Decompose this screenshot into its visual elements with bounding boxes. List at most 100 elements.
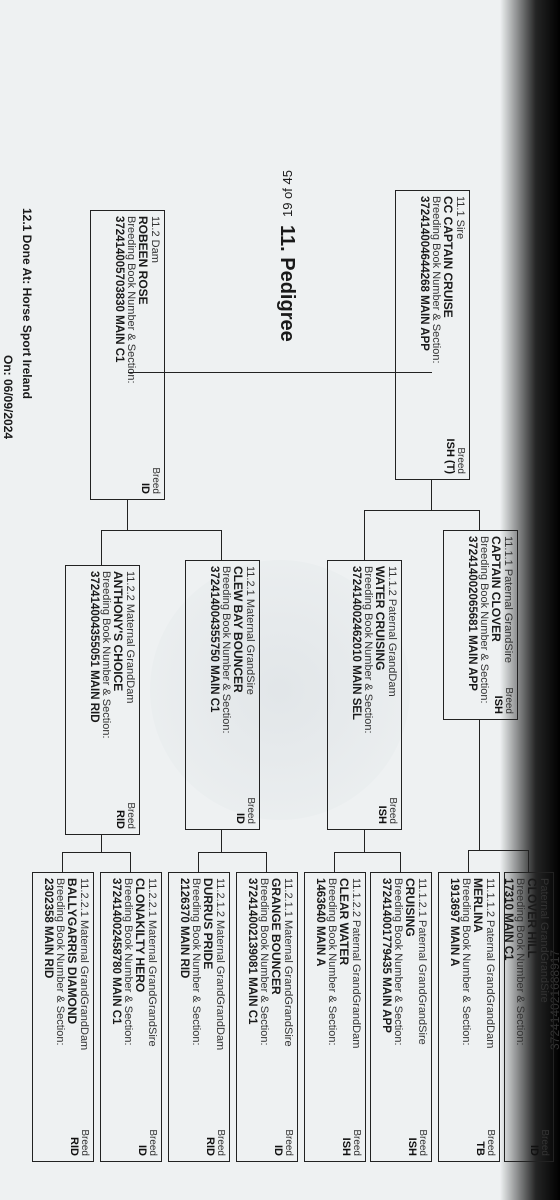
maternal-grandsire-box: 11.2.1 Maternal GrandSire CLEW BAY BOUNC… [185, 560, 260, 830]
paternal-granddam-number: 372414002462010 MAIN SEL [350, 566, 362, 721]
connector-line [199, 852, 267, 853]
ggp-5-name: GRANGE BOUNCER [269, 878, 283, 995]
ggp-box-1: Paternal GrandGrandSire CLOVER HILL Bree… [502, 872, 554, 1162]
section-title: 11. Pedigree [276, 225, 298, 342]
connector-line [198, 852, 199, 872]
ggp-6-breed-value: RID [204, 1137, 216, 1156]
breed-label: Breed [245, 797, 256, 824]
paternal-granddam-name: WATER CRUISING [373, 566, 387, 671]
ggp-1-breed-value: ID [528, 1145, 540, 1156]
breed-label: Breed [147, 1129, 158, 1156]
connector-line [479, 510, 480, 530]
dam-name: ROBEEN ROSE [136, 216, 150, 305]
ggp-8-bbk-label: Breeding Book Number & Section: [54, 878, 66, 1046]
connector-line [468, 850, 469, 872]
maternal-grandsire-heading: 11.2.1 Maternal GrandSire [244, 566, 256, 695]
ggp-5-bbk-label: Breeding Book Number & Section: [258, 878, 270, 1046]
connector-line [431, 480, 432, 510]
paternal-granddam-heading: 11.1.2 Paternal GrandDam [386, 566, 398, 697]
ggp-5-number: 372414002139081 MAIN C1 [246, 878, 258, 1025]
ggp-box-3: 11.1.2.1 Paternal GrandGrandSire CRUISIN… [370, 872, 432, 1162]
maternal-grandsire-name: CLEW BAY BOUNCER [231, 566, 245, 693]
ggp-1-heading: Paternal GrandGrandSire [538, 878, 550, 1003]
sire-breed-value: ISH (T) [444, 438, 456, 474]
connector-line [102, 530, 222, 531]
connector-line [221, 830, 222, 852]
ggp-box-2: 11.1.1.2 Paternal GrandGrandDam MERLINA … [438, 872, 500, 1162]
ggp-4-heading: 11.1.2.2 Paternal GrandGrandDam [350, 878, 362, 1049]
breed-label: Breed [485, 1129, 496, 1156]
maternal-granddam-name: ANTHONY'S CHOICE [111, 571, 125, 692]
breed-label: Breed [79, 1129, 90, 1156]
ggp-6-bbk-label: Breeding Book Number & Section: [190, 878, 202, 1046]
connector-line [364, 510, 365, 560]
ggp-6-number: 2126370 MAIN RID [178, 878, 190, 979]
ggp-8-breed-value: RID [68, 1137, 80, 1156]
breed-label: Breed [351, 1129, 362, 1156]
sire-box: 11.1 Sire CC CAPTAIN CRUISE Breeding Boo… [395, 190, 470, 480]
ggp-2-number: 1913697 MAIN A [448, 878, 460, 967]
sire-bbk-label: Breeding Book Number & Section: [430, 196, 442, 364]
connector-line [221, 530, 222, 560]
breed-label: Breed [503, 687, 514, 714]
dam-breed-value: ID [139, 483, 151, 494]
dam-box: 11.2 Dam ROBEEN ROSE Breeding Book Numbe… [90, 210, 165, 500]
ggp-2-bbk-label: Breeding Book Number & Section: [460, 878, 472, 1046]
ggp-3-name: CRUISING [403, 878, 417, 937]
ggp-7-name: CLONAKILTY HERO [133, 878, 147, 993]
dam-bbk-label: Breeding Book Number & Section: [125, 216, 137, 384]
ggp-3-heading: 11.1.2.1 Paternal GrandGrandSire [416, 878, 428, 1045]
ggp-7-bbk-label: Breeding Book Number & Section: [122, 878, 134, 1046]
ggp-7-breed-value: ID [136, 1145, 148, 1156]
maternal-granddam-heading: 11.2.2 Maternal GrandDam [124, 571, 136, 704]
connector-line [479, 720, 480, 850]
ggp-7-number: 372414002458780 MAIN C1 [110, 878, 122, 1025]
connector-line [528, 850, 529, 872]
ggp-3-number: 372414001779435 MAIN APP [380, 878, 392, 1033]
breed-label: Breed [539, 1129, 550, 1156]
sire-number: 372414004644268 MAIN APP [418, 196, 430, 351]
connector-line [63, 852, 131, 853]
connector-line [128, 372, 432, 373]
ggp-1-number: 17310 MAIN C1 [502, 878, 514, 961]
ggp-box-4: 11.1.2.2 Paternal GrandGrandDam CLEAR WA… [304, 872, 366, 1162]
breed-label: Breed [150, 467, 161, 494]
ggp-box-8: 11.2.2.1 Maternal GrandGrandDam BALLYGAR… [32, 872, 94, 1162]
paternal-granddam-box: 11.1.2 Paternal GrandDam WATER CRUISING … [327, 560, 402, 830]
connector-line [62, 852, 63, 872]
connector-line [101, 835, 102, 852]
ggp-1-bbk-label: Breeding Book Number & Section: [514, 878, 526, 1046]
paternal-granddam-bbk-label: Breeding Book Number & Section: [362, 566, 374, 734]
ggp-4-bbk-label: Breeding Book Number & Section: [326, 878, 338, 1046]
breed-label: Breed [387, 797, 398, 824]
paternal-granddam-breed-value: ISH [376, 805, 388, 824]
connector-line [469, 850, 529, 851]
maternal-grandsire-number: 372414004355750 MAIN C1 [208, 566, 220, 713]
ggp-2-breed-value: TB [474, 1141, 486, 1156]
ggp-8-heading: 11.2.2.1 Maternal GrandGrandDam [78, 878, 90, 1051]
breed-label: Breed [455, 447, 466, 474]
sire-name: CC CAPTAIN CRUISE [441, 196, 455, 318]
ggp-8-number: 2302358 MAIN RID [42, 878, 54, 979]
connector-line [400, 852, 401, 872]
ggp-5-breed-value: ID [272, 1145, 284, 1156]
paternal-grandsire-box: 11.1.1 Paternal GrandSire CAPTAIN CLOVER… [443, 530, 518, 720]
ggp-3-bbk-label: Breeding Book Number & Section: [392, 878, 404, 1046]
maternal-granddam-bbk-label: Breeding Book Number & Section: [100, 571, 112, 739]
page-number: 19 of 45 [280, 170, 295, 217]
paternal-grandsire-breed-value: ISH [492, 695, 504, 714]
